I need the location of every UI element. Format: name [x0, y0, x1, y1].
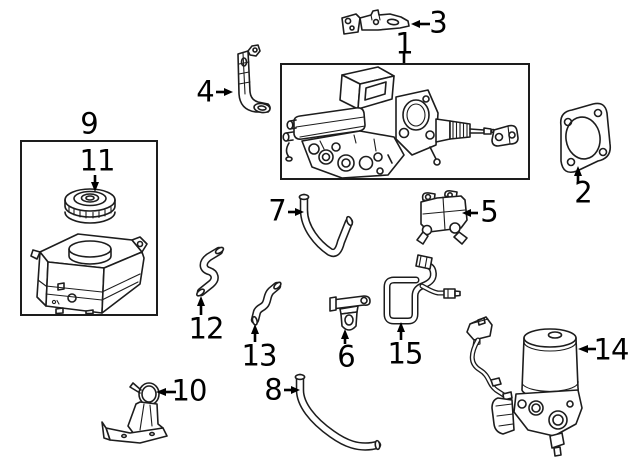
part-2-gasket-illustration — [559, 102, 612, 174]
callout-4-label[interactable]: 4 — [196, 74, 214, 109]
callout-15-label[interactable]: 15 — [387, 336, 424, 371]
callout-13-label[interactable]: 13 — [241, 338, 278, 373]
part-12-hose-illustration — [196, 246, 225, 297]
callout-2-label[interactable]: 2 — [574, 175, 592, 210]
callout-9-label[interactable]: 9 — [80, 106, 98, 141]
part-4-bracket-illustration — [237, 44, 271, 114]
callout-11-arrow — [91, 175, 99, 192]
callout-5-label[interactable]: 5 — [480, 194, 498, 229]
callout-8-label[interactable]: 8 — [264, 372, 282, 407]
callout-6-label[interactable]: 6 — [337, 339, 355, 374]
part-6-valve-illustration — [329, 295, 371, 331]
part-3-bracket-illustration — [341, 9, 410, 35]
callout-4-arrow — [216, 88, 233, 96]
callout-3-label[interactable]: 3 — [429, 5, 447, 40]
part-1-group-box — [280, 63, 530, 180]
callout-5-arrow — [462, 209, 478, 217]
callout-7-label[interactable]: 7 — [268, 193, 286, 228]
callout-7-arrow — [288, 208, 304, 216]
callout-1-label[interactable]: 1 — [395, 26, 413, 61]
part-15-tube-illustration — [383, 254, 461, 325]
callout-13-arrow — [251, 324, 259, 342]
callout-6-arrow — [341, 329, 349, 344]
callout-8-arrow — [284, 386, 300, 394]
part-9-reservoir-tank-illustration — [30, 233, 148, 315]
callout-10-label[interactable]: 10 — [171, 373, 208, 408]
part-1-brake-booster-assembly-illustration — [282, 66, 496, 179]
part-8-hose-illustration — [294, 373, 382, 451]
part-10-bracket-illustration — [101, 382, 168, 444]
part-9-group-box — [20, 140, 158, 316]
part-7-hose-illustration — [298, 193, 354, 258]
callout-12-arrow — [197, 296, 205, 315]
part-5-bracket-illustration — [416, 190, 468, 245]
part-14-pump-assembly-illustration — [466, 316, 583, 457]
part-13-hose-illustration — [250, 281, 282, 326]
callout-11-label[interactable]: 11 — [79, 143, 116, 178]
callout-12-label[interactable]: 12 — [188, 311, 225, 346]
callout-2-arrow — [574, 166, 582, 182]
callout-14-label[interactable]: 14 — [593, 332, 630, 367]
callout-3-arrow — [411, 20, 430, 28]
callout-10-arrow — [156, 388, 176, 396]
part-1-damper-illustration — [491, 124, 519, 147]
callout-14-arrow — [578, 345, 596, 353]
part-11-reservoir-cap-illustration — [64, 188, 116, 224]
callout-15-arrow — [397, 322, 405, 340]
